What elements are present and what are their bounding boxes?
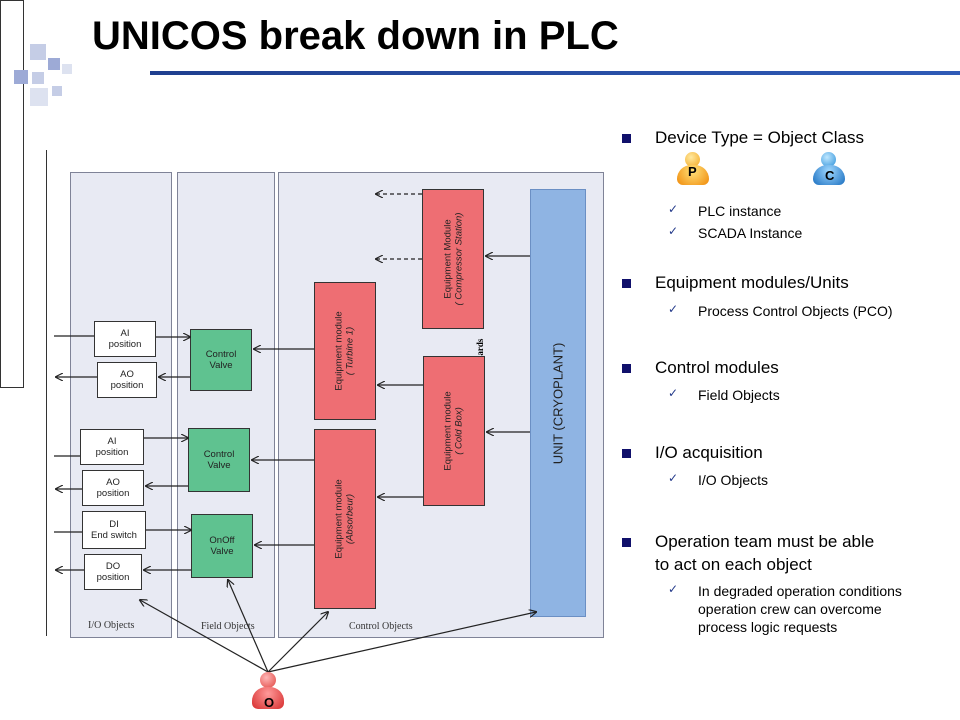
logo-square-7 — [52, 86, 62, 96]
io-ai-position-2[interactable]: AI position — [80, 429, 144, 465]
sub-plc-instance: PLC instance — [698, 203, 782, 219]
label-io-objects: I/O Objects — [88, 620, 135, 631]
logo-square-4 — [32, 72, 44, 84]
scada-user-icon: C — [812, 152, 846, 186]
bullet-icon — [622, 364, 631, 373]
bullet-operation-team-line2: to act on each object — [655, 555, 812, 574]
io-boards-bar: I/O Boards — [0, 0, 485, 388]
checkmark-icon: ✓ — [668, 302, 679, 316]
equipment-module-compressor[interactable]: Equipment Module( Compressor Station) — [422, 189, 484, 329]
bullet-io-acquisition: I/O acquisition — [655, 443, 763, 462]
io-bus-line — [46, 150, 47, 636]
field-control-valve-2[interactable]: Control Valve — [188, 428, 250, 492]
io-di-end-switch[interactable]: DI End switch — [82, 511, 146, 549]
bullet-icon — [622, 449, 631, 458]
io-do-position[interactable]: DO position — [84, 554, 142, 590]
sub-field-objects: Field Objects — [698, 387, 780, 403]
field-onoff-valve[interactable]: OnOff Valve — [191, 514, 253, 578]
logo-square-1 — [30, 44, 46, 60]
bullet-icon — [622, 538, 631, 547]
logo-square-3 — [14, 70, 28, 84]
equipment-module-cold-box[interactable]: Equipment module( Cold Box) — [423, 356, 485, 506]
label-control-objects: Control Objects — [349, 621, 413, 632]
sub-scada-instance: SCADA Instance — [698, 225, 803, 241]
checkmark-icon: ✓ — [668, 224, 679, 238]
bullet-icon — [622, 279, 631, 288]
equipment-module-absorbeur[interactable]: Equipment module(Absorbeur) — [314, 429, 376, 609]
sub-degraded-3: process logic requests — [698, 619, 838, 635]
checkmark-icon: ✓ — [668, 582, 679, 596]
label-field-objects: Field Objects — [201, 621, 255, 632]
plc-user-icon: P — [676, 152, 710, 186]
bullet-icon — [622, 134, 631, 143]
checkmark-icon: ✓ — [668, 471, 679, 485]
unit-cryoplant[interactable]: UNIT (CRYOPLANT) — [530, 189, 586, 617]
io-ai-position-1[interactable]: AI position — [94, 321, 156, 357]
bullet-equipment-modules: Equipment modules/Units — [655, 273, 849, 292]
io-ao-position-2[interactable]: AO position — [82, 470, 144, 506]
checkmark-icon: ✓ — [668, 386, 679, 400]
sub-io-objects: I/O Objects — [698, 472, 769, 488]
field-control-valve-1[interactable]: Control Valve — [190, 329, 252, 391]
sub-degraded-1: In degraded operation conditions — [698, 583, 902, 599]
logo-square-2 — [48, 58, 60, 70]
bullet-operation-team: Operation team must be able — [655, 532, 875, 551]
checkmark-icon: ✓ — [668, 202, 679, 216]
page-title: UNICOS break down in PLC — [92, 14, 619, 58]
sub-pco: Process Control Objects (PCO) — [698, 303, 893, 319]
scada-badge-letter: C — [825, 168, 835, 183]
plc-badge-letter: P — [688, 164, 697, 179]
title-underline — [150, 71, 960, 75]
logo-square-6 — [30, 88, 48, 106]
operator-letter: O — [264, 695, 275, 710]
sub-degraded-2: operation crew can overcome — [698, 601, 882, 617]
bullet-device-type: Device Type = Object Class — [655, 128, 864, 147]
io-ao-position-1[interactable]: AO position — [97, 362, 157, 398]
equipment-module-turbine[interactable]: Equipment module( Turbine 1) — [314, 282, 376, 420]
bullet-control-modules: Control modules — [655, 358, 779, 377]
operator-user-icon: O — [250, 672, 286, 716]
logo-square-5 — [62, 64, 72, 74]
